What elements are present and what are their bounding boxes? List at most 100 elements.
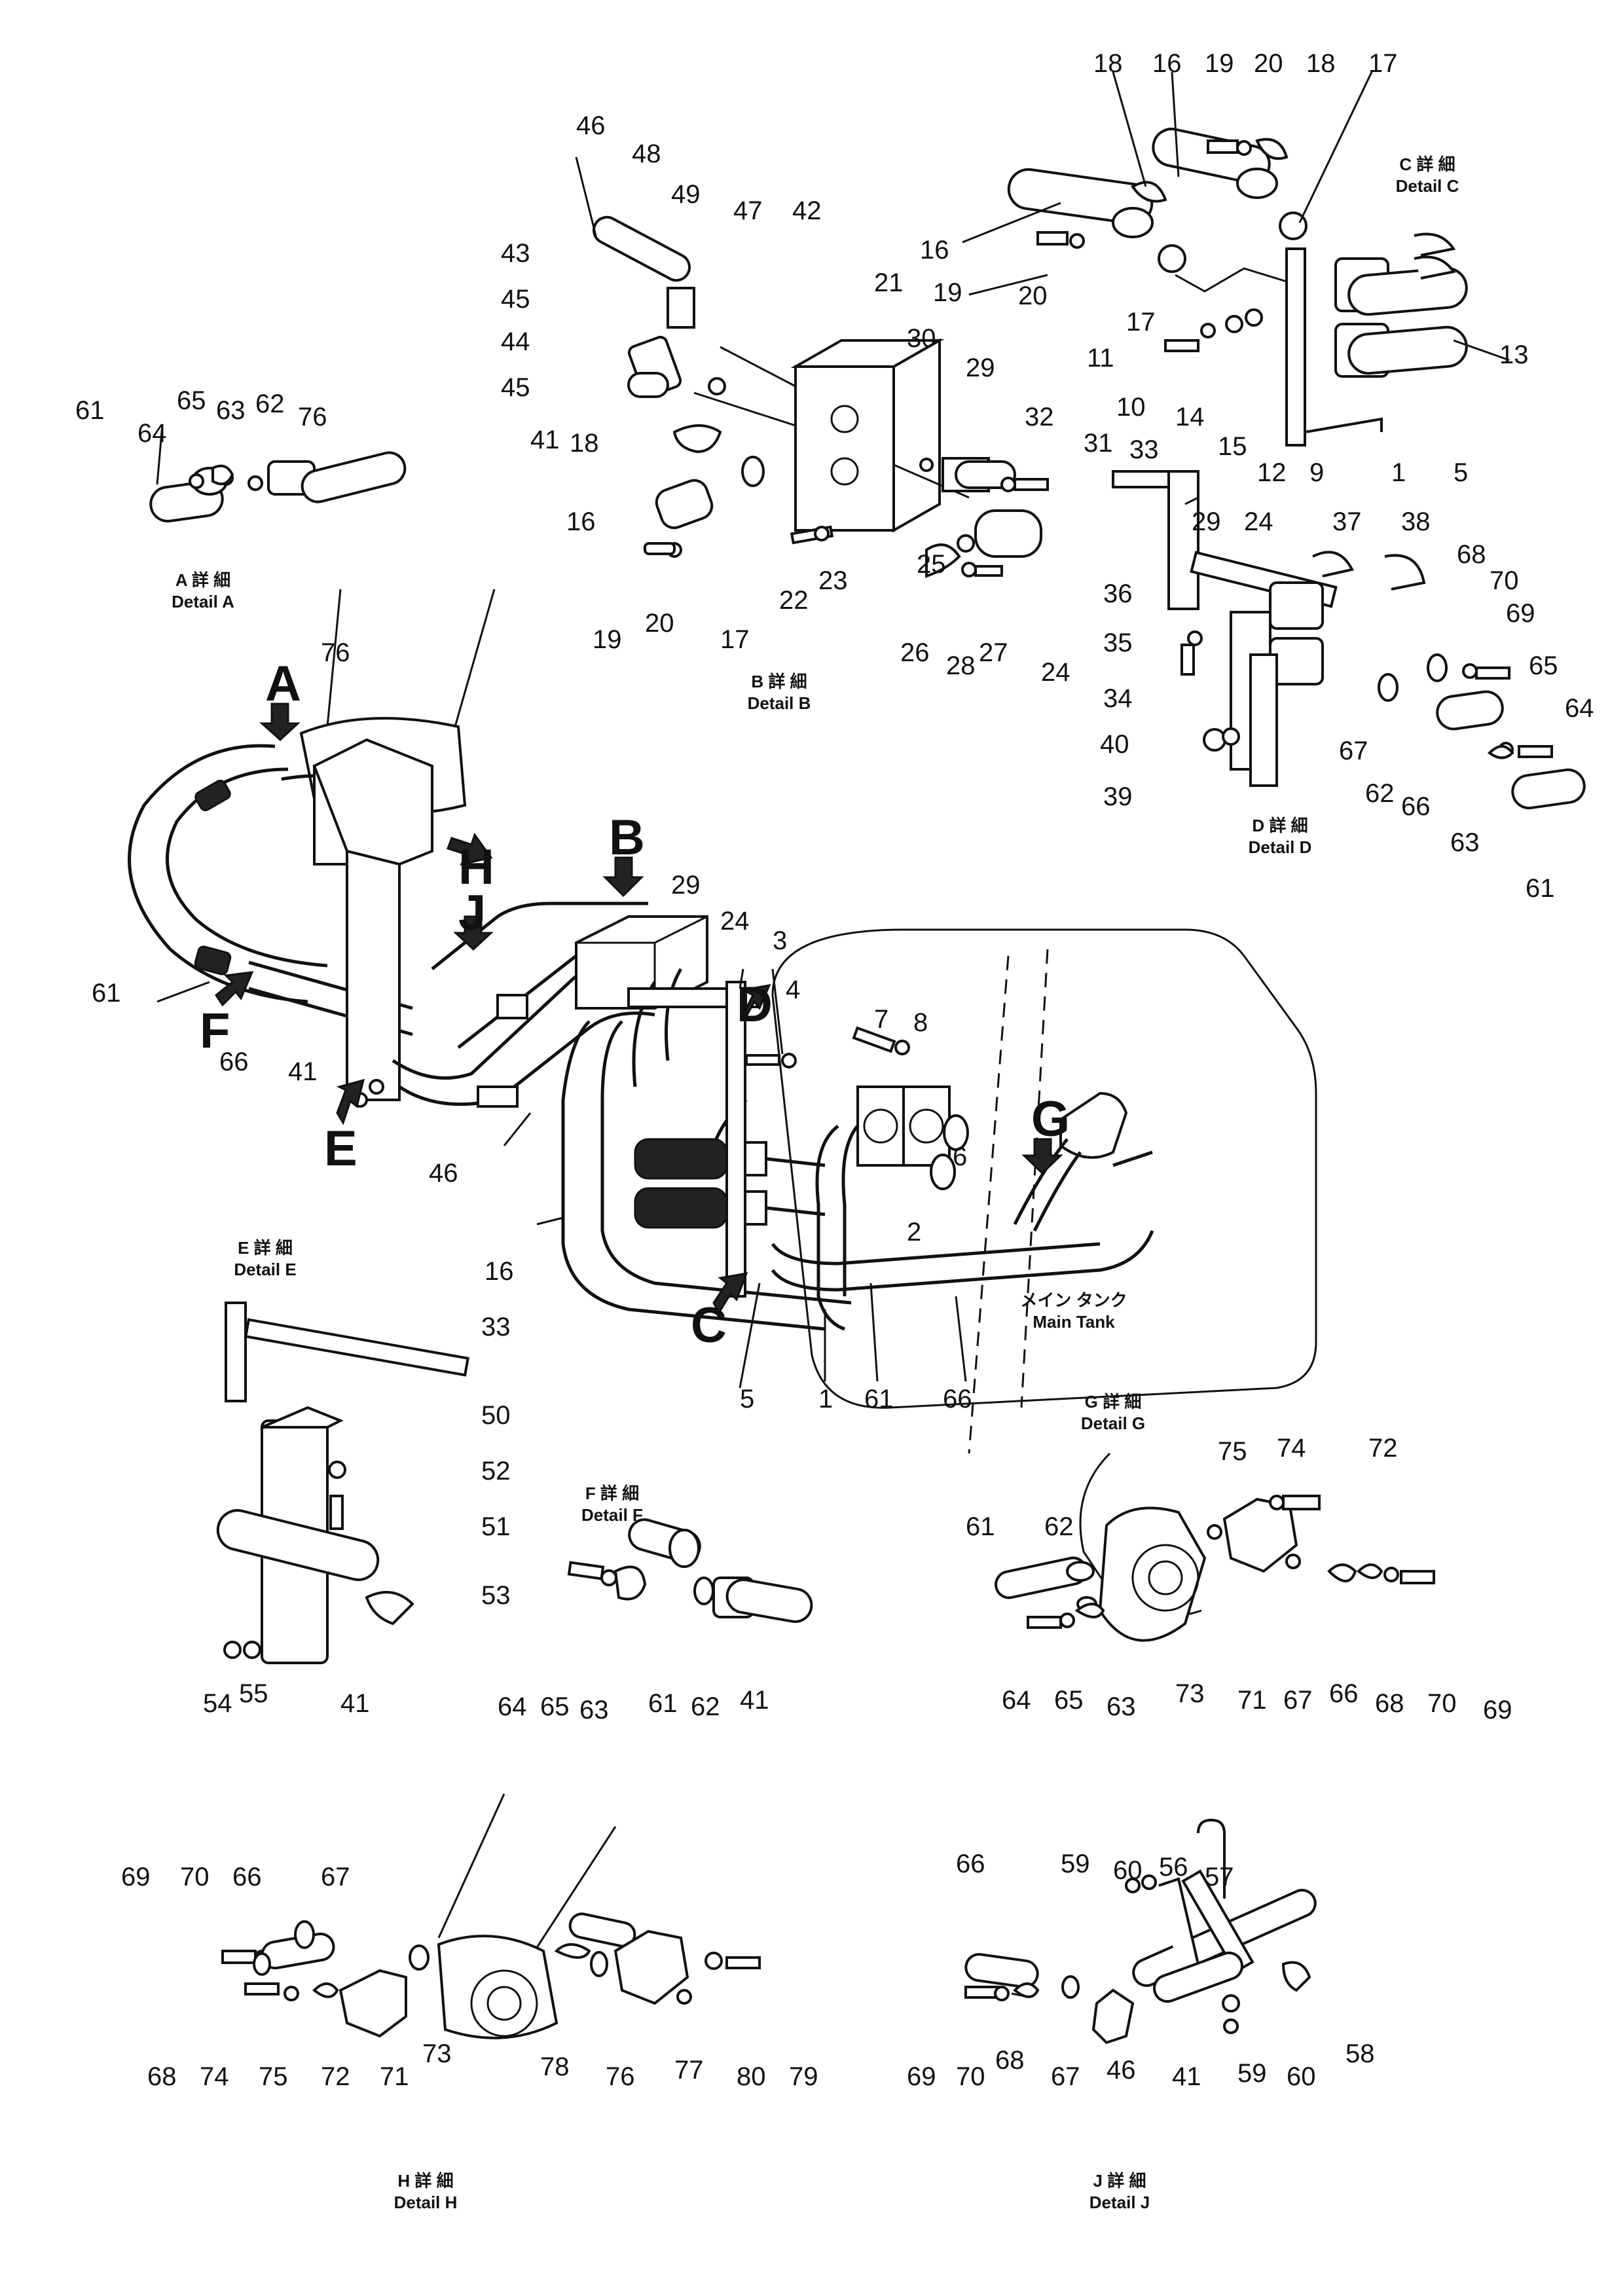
part-number-callout: 34: [1103, 684, 1133, 713]
caption-g-jp: G 詳 細: [1085, 1392, 1142, 1412]
part-number-callout: 56: [1159, 1853, 1188, 1882]
part-number-callout: 41: [288, 1057, 318, 1086]
part-number-callout: 65: [1529, 651, 1558, 680]
detail-letter-g: G: [1031, 1091, 1070, 1147]
main-tank-en: Main Tank: [1033, 1312, 1115, 1332]
part-number-callout: 73: [422, 2039, 452, 2068]
part-number-callout: 42: [792, 196, 822, 225]
callouts-detail-g: 75 74 72 61 62 64 65 63 73 71 67 66 68 7…: [966, 1434, 1512, 1724]
caption-d-en: Detail D: [1249, 837, 1312, 857]
part-number-callout: 70: [956, 2062, 985, 2091]
detail-letter-c: C: [691, 1298, 727, 1353]
part-number-callout: 20: [645, 609, 674, 638]
part-number-callout: 12: [1257, 458, 1287, 487]
part-number-callout: 66: [1401, 792, 1431, 821]
part-number-callout: 64: [1002, 1686, 1031, 1715]
caption-f-jp: F 詳 細: [585, 1484, 639, 1503]
part-number-callout: 17: [1126, 308, 1156, 337]
part-number-callout: 39: [1103, 782, 1133, 811]
part-number-callout: 20: [1018, 282, 1048, 310]
detail-c-drawing: [1007, 128, 1468, 446]
callouts-detail-a: 61 64 65 63 62 76: [75, 386, 327, 448]
arrow-h-icon: [447, 832, 493, 866]
part-number-callout: 62: [691, 1692, 720, 1721]
detail-letters: A H J B D F E C G: [200, 656, 1070, 1353]
part-number-callout: 73: [1175, 1679, 1205, 1708]
part-number-callout: 3: [773, 926, 787, 955]
part-number-callout: 45: [501, 373, 530, 402]
caption-d-jp: D 詳 細: [1252, 816, 1308, 835]
part-number-callout: 46: [429, 1159, 458, 1188]
part-number-callout: 59: [1061, 1850, 1090, 1878]
callouts-main-assembly: 76 61 66 41 46 29 24 3 4 7 8 6 2 16 5 1 …: [92, 638, 972, 1413]
part-number-callout: 38: [1401, 507, 1431, 536]
part-number-callout: 4: [786, 975, 800, 1004]
detail-letter-d: D: [737, 977, 773, 1032]
part-number-callout: 61: [75, 396, 105, 425]
part-number-callout: 46: [1107, 2056, 1136, 2085]
part-number-callout: 17: [1368, 49, 1398, 78]
part-number-callout: 45: [501, 285, 530, 314]
part-number-callout: 58: [1345, 2039, 1375, 2068]
callouts-detail-d: 33 29 24 37 38 68 70 69 36 35 34 65 64 6…: [1100, 435, 1594, 903]
detail-h-drawing: [221, 1793, 761, 2039]
part-number-callout: 44: [501, 327, 530, 356]
part-number-callout: 63: [216, 396, 246, 425]
part-number-callout: 18: [1306, 49, 1336, 78]
leader-lines: [156, 71, 1510, 1998]
part-number-callout: 72: [1368, 1434, 1398, 1463]
main-assembly-drawing: [128, 589, 1317, 1454]
caption-b-jp: B 詳 細: [751, 672, 807, 691]
part-number-callout: 13: [1499, 340, 1529, 369]
callouts-detail-h: 69 70 66 67 68 74 75 72 71 73 78 76 77 8…: [121, 1863, 818, 2091]
part-number-callout: 31: [1084, 429, 1113, 458]
callouts-detail-f: 64 65 63 61 62 41: [498, 1686, 769, 1724]
part-number-callout: 69: [907, 2062, 936, 2091]
part-number-callout: 41: [1172, 2062, 1201, 2091]
part-number-callout: 19: [1205, 49, 1234, 78]
part-number-callout: 25: [917, 550, 946, 579]
part-number-callout: 78: [540, 2052, 570, 2081]
part-number-callout: 72: [321, 2062, 350, 2091]
part-number-callout: 5: [740, 1385, 754, 1413]
part-number-callout: 64: [137, 419, 167, 448]
part-number-callout: 47: [733, 196, 763, 225]
part-number-callout: 24: [1244, 507, 1273, 536]
caption-e-jp: E 詳 細: [238, 1238, 293, 1258]
callouts-detail-c: 18 16 19 20 18 17 16 19 20 17 11 10 14 1…: [920, 49, 1529, 487]
caption-c-en: Detail C: [1396, 176, 1459, 196]
part-number-callout: 59: [1237, 2059, 1267, 2088]
part-number-callout: 16: [566, 507, 596, 536]
part-number-callout: 66: [232, 1863, 262, 1891]
callouts-detail-e: 33 50 52 51 53 54 55 41: [203, 1313, 511, 1718]
arrow-g-icon: [1021, 1138, 1063, 1175]
part-number-callout: 11: [1087, 344, 1114, 373]
part-number-callout: 67: [321, 1863, 350, 1891]
part-number-callout: 63: [579, 1696, 609, 1724]
part-number-callout: 29: [966, 354, 995, 382]
part-number-callout: 60: [1113, 1856, 1143, 1885]
arrow-d-icon: [740, 984, 771, 1021]
part-number-callout: 77: [674, 2056, 704, 2085]
part-number-callout: 17: [720, 625, 750, 654]
part-number-callout: 66: [943, 1385, 972, 1413]
part-number-callout: 69: [121, 1863, 151, 1891]
part-number-callout: 76: [298, 403, 327, 431]
part-number-callout: 22: [779, 586, 809, 615]
part-number-callout: 19: [593, 625, 622, 654]
part-number-callout: 66: [1329, 1679, 1359, 1708]
part-number-callout: 75: [259, 2062, 288, 2091]
part-number-callout: 76: [606, 2062, 635, 2091]
part-number-callout: 80: [737, 2062, 766, 2091]
detail-arrows: [214, 702, 1063, 1315]
part-number-callout: 65: [177, 386, 206, 415]
part-number-callout: 69: [1506, 599, 1535, 628]
part-number-callout: 64: [1565, 694, 1594, 723]
part-number-callout: 48: [632, 139, 661, 168]
part-number-callout: 16: [1152, 49, 1182, 78]
part-number-callout: 9: [1309, 458, 1324, 487]
part-number-callout: 70: [1427, 1689, 1457, 1718]
detail-g-drawing: [995, 1452, 1435, 1642]
part-number-callout: 75: [1218, 1437, 1247, 1466]
